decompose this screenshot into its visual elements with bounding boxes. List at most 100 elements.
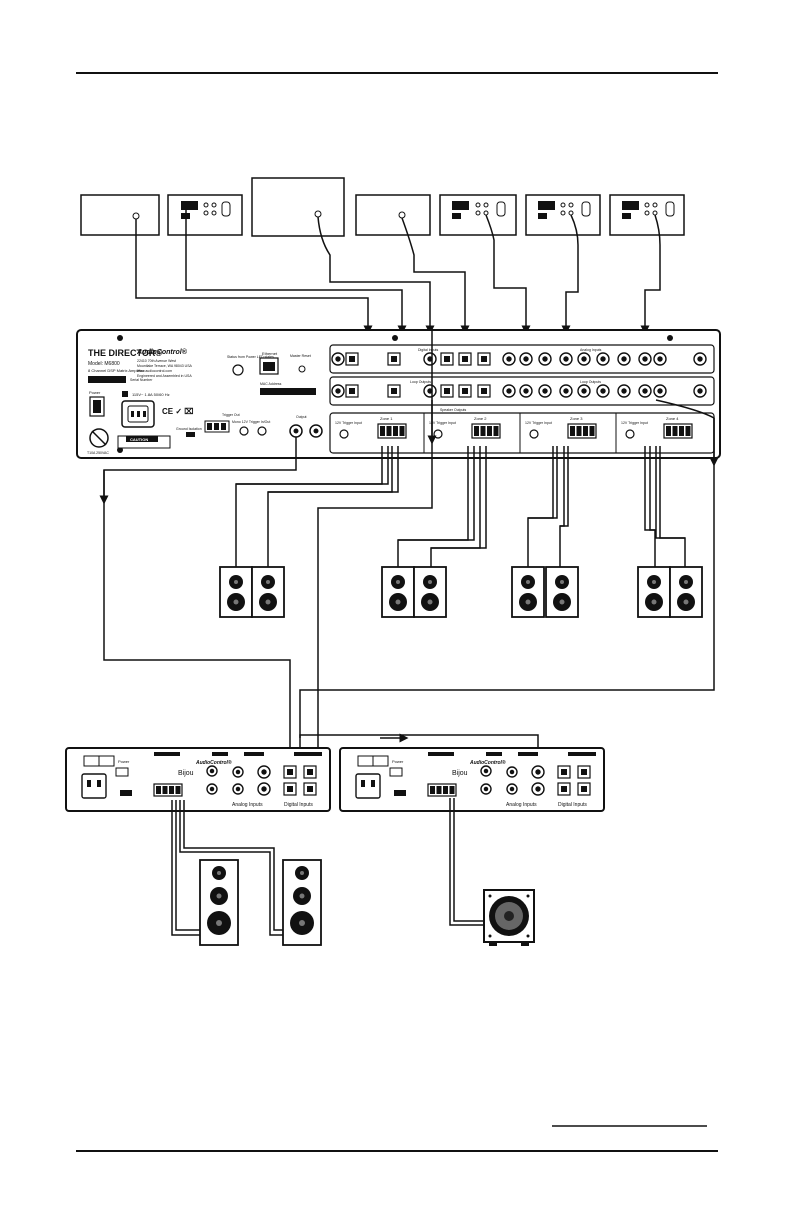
- bijou-model: Bijou: [452, 770, 468, 777]
- input-jack: [638, 352, 652, 366]
- bijou-fuse: [115, 767, 129, 777]
- screw: [117, 335, 123, 341]
- loop-outputs-label-2: Loop Outputs: [580, 380, 601, 384]
- director-input-jacks: [331, 352, 707, 398]
- master-reset-button[interactable]: [298, 365, 306, 373]
- digital-input-port: [477, 352, 491, 366]
- input-jack: [693, 352, 707, 366]
- bijou-iec-inlet: [81, 773, 107, 799]
- bijou-rca: [506, 766, 518, 778]
- zone-trigger-label: 12V Trigger Input: [429, 421, 456, 425]
- loop-output-jack: [596, 384, 610, 398]
- screw: [392, 335, 398, 341]
- screw: [667, 335, 673, 341]
- subwoofer: [483, 889, 535, 946]
- bookshelf-speaker: [251, 566, 285, 618]
- zone-trigger-label: 12V Trigger Input: [335, 421, 362, 425]
- input-jack: [617, 352, 631, 366]
- bijou-optical: [303, 782, 317, 796]
- bijou-digital-label: Digital Inputs: [284, 802, 313, 808]
- bijou-optical: [577, 765, 591, 779]
- fuse-label: T10A 250VAC: [87, 451, 109, 455]
- digital-input-port: [345, 352, 359, 366]
- bijou-model: Bijou: [178, 770, 194, 777]
- loop-output-jack: [653, 384, 667, 398]
- voltage-selector: [122, 391, 128, 397]
- input-jack: [596, 352, 610, 366]
- loop-outputs-label: Loop Outputs: [410, 380, 431, 384]
- source-device-6: [525, 194, 601, 236]
- input-jack: [331, 352, 345, 366]
- trigger-out-label: Trigger Out: [222, 413, 240, 417]
- source-device-5: [439, 194, 517, 236]
- source-device-2: [167, 194, 243, 236]
- tower-speaker: [282, 859, 322, 946]
- bijou-label-bar: [212, 752, 228, 756]
- bijou-rca: [531, 765, 545, 779]
- loop-optical-port: [458, 384, 472, 398]
- bijou-fuse: [389, 767, 403, 777]
- bijou-analog-label: Analog Inputs: [232, 802, 263, 808]
- source-device-4: [355, 194, 431, 236]
- loop-output-jack: [693, 384, 707, 398]
- status-label: Status from Power LED states: [227, 355, 274, 359]
- input-jack: [519, 352, 533, 366]
- zone-label: Zone 3: [570, 416, 583, 421]
- bijou-power-label: Power: [392, 759, 404, 764]
- bijou-optical: [283, 782, 297, 796]
- zone-speakers: [219, 566, 703, 618]
- loop-output-jack: [423, 384, 437, 398]
- input-jack: [538, 352, 552, 366]
- loop-output-jack: [577, 384, 591, 398]
- input-jack: [423, 352, 437, 366]
- bijou-terminal: [120, 790, 132, 796]
- zone-blocks: 12V Trigger Input Zone 1 12V Trigger Input…: [335, 416, 693, 439]
- source-device-3: [251, 177, 345, 237]
- bijou-label-bar: [518, 752, 538, 756]
- status-led: [232, 364, 244, 376]
- zone-speaker-cables: [235, 446, 686, 568]
- ground-switch[interactable]: [186, 432, 195, 437]
- zone-trigger-jack: [339, 429, 349, 439]
- bijou-speaker-cables: [171, 798, 484, 936]
- bijou-rca: [206, 765, 218, 777]
- source-device-1: [80, 194, 160, 236]
- bijou-rca: [257, 765, 271, 779]
- bijou-rca: [531, 782, 545, 796]
- zone-trigger-label: 12V Trigger Input: [621, 421, 648, 425]
- input-jack: [653, 352, 667, 366]
- digital-input-label: Digital Inputs: [418, 348, 438, 352]
- input-jack: [502, 352, 516, 366]
- loop-output-jack: [638, 384, 652, 398]
- loop-output-jack: [502, 384, 516, 398]
- bijou-rca: [232, 783, 244, 795]
- bijou-brand: AudioControl®: [469, 759, 506, 766]
- digital-input-port: [387, 352, 401, 366]
- caution-label: CAUTION: [130, 437, 148, 442]
- loop-output-jack: [617, 384, 631, 398]
- zone-label: Zone 1: [380, 416, 393, 421]
- loop-output-jack: [538, 384, 552, 398]
- bijou-analog-label: Analog Inputs: [506, 802, 537, 808]
- bijou-rca: [480, 783, 492, 795]
- power-label: Power: [89, 390, 101, 395]
- trigger-jack-1: [239, 426, 249, 436]
- bookshelf-speaker: [511, 566, 545, 618]
- input-jack: [577, 352, 591, 366]
- mac-label: MAC Address: [260, 382, 282, 386]
- bookshelf-speaker: [669, 566, 703, 618]
- director-model: Model: M6800: [88, 361, 120, 367]
- input-jack: [559, 352, 573, 366]
- bookshelf-speaker: [637, 566, 671, 618]
- bijou-brand: AudioControl®: [195, 759, 232, 766]
- bookshelf-speaker: [545, 566, 579, 618]
- director-title: THE DIRECTOR®: [88, 348, 162, 358]
- speaker-outputs-label: Speaker Outputs: [440, 408, 467, 412]
- zone-trigger-jack: [433, 429, 443, 439]
- bijou-optical: [557, 765, 571, 779]
- zone-label: Zone 2: [474, 416, 487, 421]
